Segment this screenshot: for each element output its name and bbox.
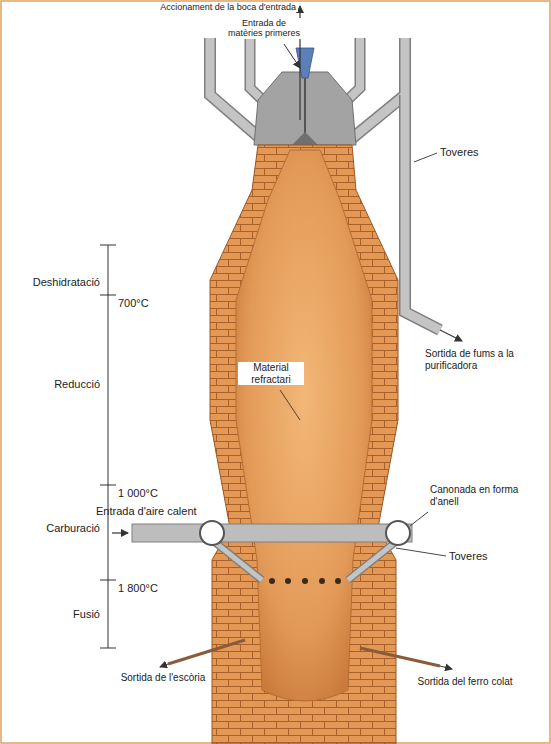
label: Fusió (8, 608, 100, 621)
iron-outlet (360, 648, 440, 666)
label: 1 000°C (118, 487, 178, 500)
furnace-charge (236, 150, 372, 701)
label: Sortida de fums a la purificadora (425, 348, 535, 371)
fumes-arrow (440, 330, 462, 341)
charging-top (254, 72, 356, 145)
label: Carburació (8, 522, 100, 535)
refractory-shell (210, 145, 398, 744)
label: 700°C (118, 297, 178, 310)
air-ring (132, 521, 412, 584)
feed-funnel (296, 48, 314, 78)
label: Material refractari (238, 362, 304, 385)
label: Toveres (440, 146, 520, 159)
label: Entrada d'aire calent (96, 505, 226, 518)
slag-outlet (168, 640, 245, 664)
label: Entrada de matèries primeres (222, 18, 306, 39)
label: 1 800°C (118, 582, 178, 595)
label: Toveres (449, 550, 529, 563)
label: Reducció (8, 378, 100, 391)
label: Deshidratació (8, 276, 100, 289)
label: Accionament de la boca d'entrada (130, 2, 298, 12)
label: Sortida del ferro colat (405, 676, 525, 688)
label: Sortida de l'escòria (118, 672, 208, 684)
bell (292, 132, 318, 145)
label: Canonada en forma d'anell (430, 484, 545, 507)
zone-scale (100, 245, 116, 648)
leader-lines (280, 153, 446, 556)
